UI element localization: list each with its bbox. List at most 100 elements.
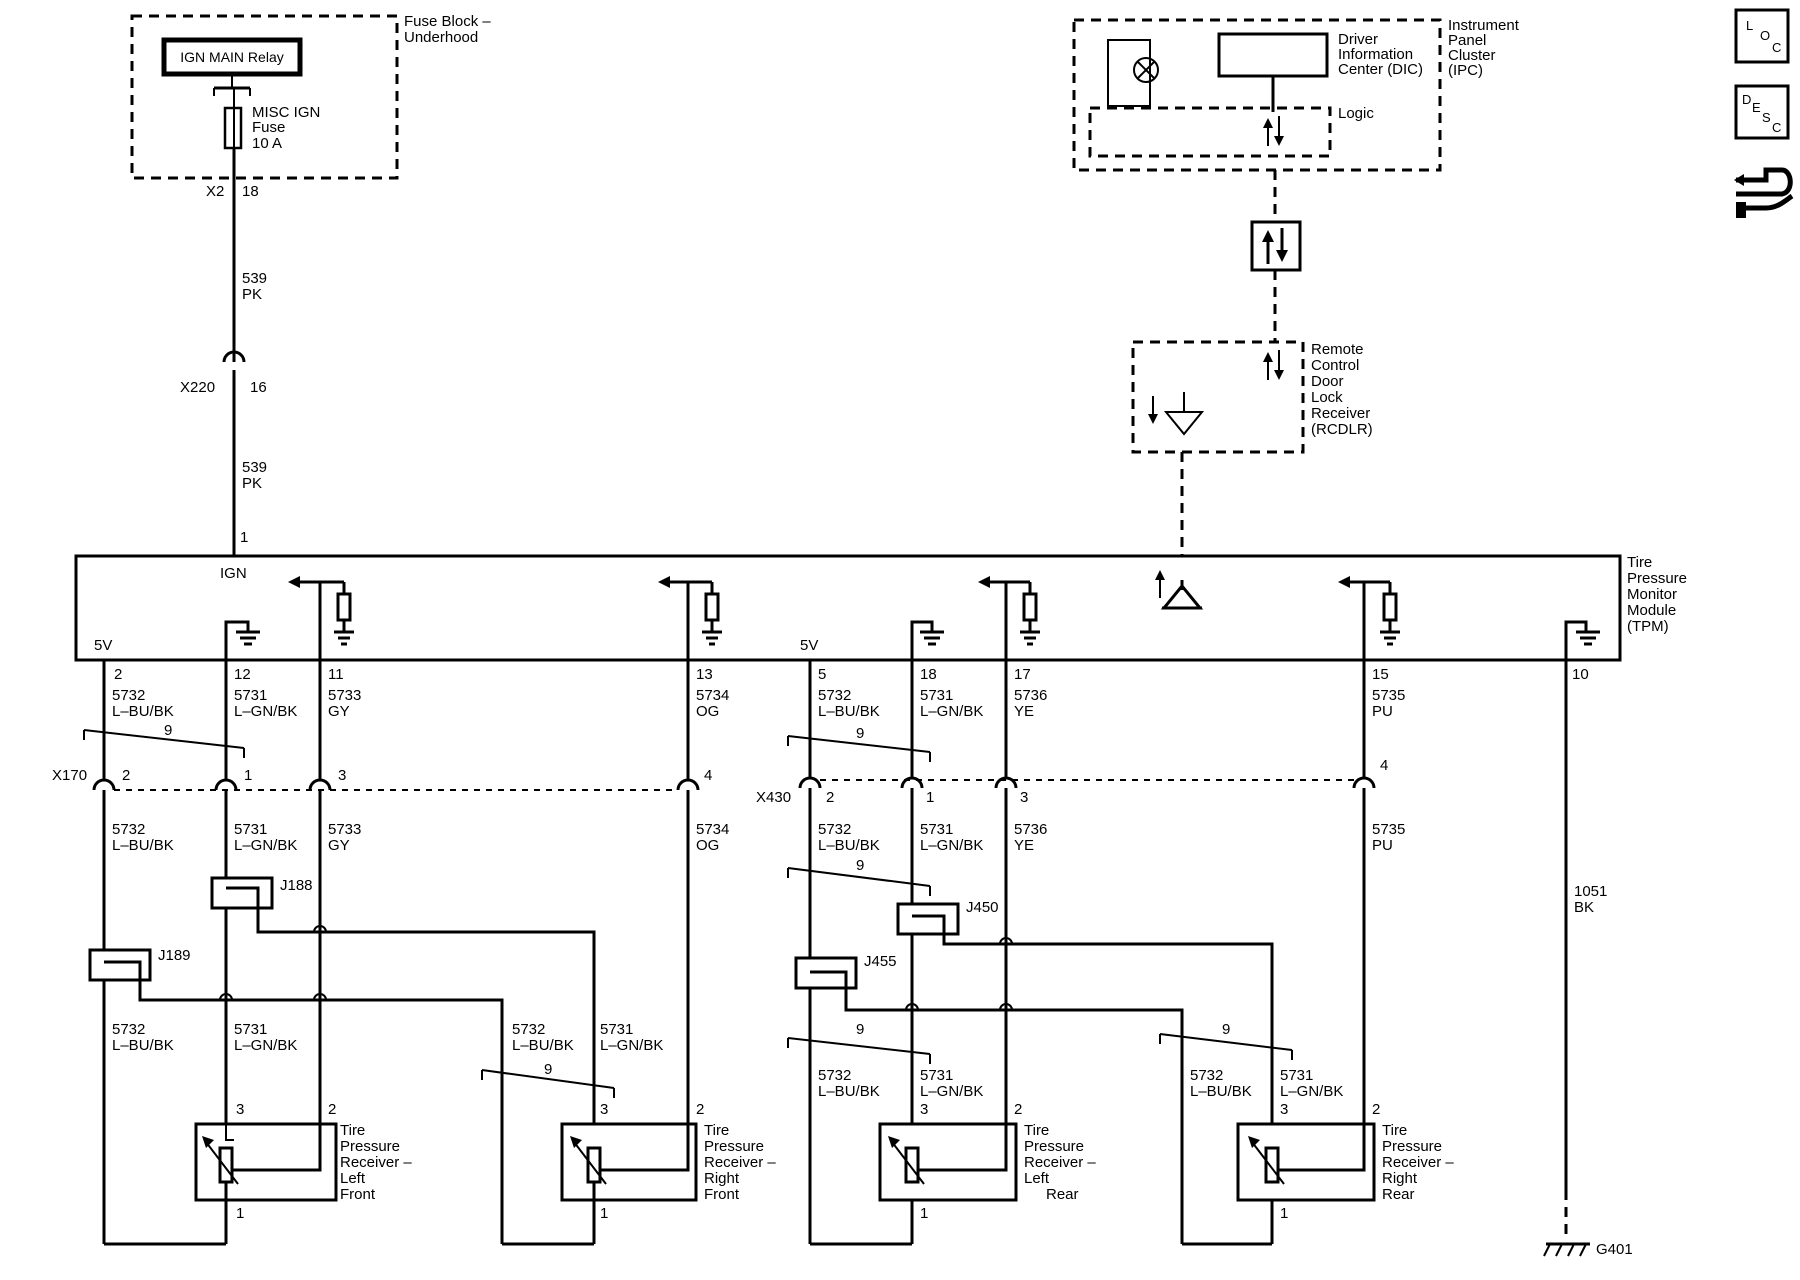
receiver-pin: 1 xyxy=(1280,1205,1288,1222)
fuse-block-title-line1: Fuse Block – xyxy=(404,13,491,30)
fuse-connector-x2: X2 xyxy=(206,183,224,200)
ground-wire-color: BK xyxy=(1574,899,1594,916)
receiver-pin: 2 xyxy=(1372,1101,1380,1118)
twist-count: 9 xyxy=(544,1061,552,1078)
tpm-title-line5: (TPM) xyxy=(1627,618,1669,635)
receiver-rr-title: Receiver – xyxy=(1382,1154,1454,1171)
receiver-pin: 1 xyxy=(600,1205,608,1222)
wire-color: YE xyxy=(1014,837,1034,854)
splice-j450: J450 xyxy=(966,899,999,916)
twist-count: 9 xyxy=(856,725,864,742)
receiver-lr-title: Rear xyxy=(1046,1186,1079,1203)
desc-icon[interactable]: D E S C xyxy=(1734,84,1790,140)
receiver-lf-title: Front xyxy=(340,1186,376,1203)
wire-circuit: 5732 xyxy=(818,1067,851,1084)
wire-circuit: 5731 xyxy=(234,687,267,704)
dic-label-line3: Center (DIC) xyxy=(1338,61,1423,78)
wire-color: L–GN/BK xyxy=(920,703,983,720)
wire-color: L–BU/BK xyxy=(112,1037,174,1054)
fuse-block-title-line2: Underhood xyxy=(404,29,478,46)
wire-color: L–BU/BK xyxy=(512,1037,574,1054)
wire-color: L–GN/BK xyxy=(920,837,983,854)
sensor-arrow-icon xyxy=(1248,1136,1260,1148)
receiver-rr-title: Right xyxy=(1382,1170,1418,1187)
ign-main-relay-label: IGN MAIN Relay xyxy=(180,49,283,65)
wire-circuit: 5731 xyxy=(920,1067,953,1084)
desc-icon-s: S xyxy=(1762,110,1771,125)
receiver-pin: 1 xyxy=(920,1205,928,1222)
receiver-pin: 3 xyxy=(1280,1101,1288,1118)
rcdlr-title-line3: Door xyxy=(1311,373,1344,390)
receiver-lf-title: Receiver – xyxy=(340,1154,412,1171)
tpm-5v-label-2: 5V xyxy=(800,637,818,654)
ground-circuit xyxy=(1543,660,1590,1257)
rear-wiring xyxy=(787,660,1376,1246)
receiver-rr-title: Tire xyxy=(1382,1122,1407,1139)
tpm-internal-grounds xyxy=(224,620,1600,660)
ipc-title-line2: Panel xyxy=(1448,32,1486,49)
wire-circuit: 5733 xyxy=(328,687,361,704)
fuse-pin-18: 18 xyxy=(242,183,259,200)
receiver-lr-title: Receiver – xyxy=(1024,1154,1096,1171)
loc-icon[interactable]: L O C xyxy=(1734,8,1790,64)
x430-pin: 4 xyxy=(1380,757,1388,774)
ipc-title-line1: Instrument xyxy=(1448,17,1520,34)
tpm-pin: 17 xyxy=(1014,666,1031,683)
twist-count: 9 xyxy=(164,722,172,739)
x170-pin: 3 xyxy=(338,767,346,784)
wire-circuit: 5736 xyxy=(1014,821,1047,838)
wire-color: PU xyxy=(1372,703,1393,720)
ground-g401: G401 xyxy=(1596,1241,1633,1258)
receiver-right-rear xyxy=(1236,1118,1376,1202)
loc-icon-l: L xyxy=(1746,18,1753,33)
tpm-pin: 11 xyxy=(328,666,344,683)
dic-label-line2: Information xyxy=(1338,46,1413,63)
receiver-rf-title: Receiver – xyxy=(704,1154,776,1171)
ipc-logic-label: Logic xyxy=(1338,105,1374,122)
receiver-left-front xyxy=(194,1118,338,1244)
wire-color: L–BU/BK xyxy=(818,837,880,854)
receiver-rf-title: Right xyxy=(704,1170,740,1187)
connector-tool-icon[interactable] xyxy=(1734,167,1794,218)
wire-color: L–GN/BK xyxy=(600,1037,663,1054)
rcdlr-title-line6: (RCDLR) xyxy=(1311,421,1373,438)
dic-display xyxy=(1217,32,1329,78)
twist-count: 9 xyxy=(856,1021,864,1038)
ipc-title-line3: Cluster xyxy=(1448,47,1496,64)
receiver-rr-title: Pressure xyxy=(1382,1138,1442,1155)
receiver-pin: 2 xyxy=(328,1101,336,1118)
indicator-lamp-icon xyxy=(1133,57,1159,83)
receiver-pin: 3 xyxy=(236,1101,244,1118)
tpm-ign-pin: 1 xyxy=(240,529,248,546)
wire-color: YE xyxy=(1014,703,1034,720)
wire-color: L–GN/BK xyxy=(1280,1083,1343,1100)
wire-color: L–BU/BK xyxy=(1190,1083,1252,1100)
wire-color: GY xyxy=(328,837,350,854)
wire-circuit: 5731 xyxy=(920,687,953,704)
receiver-pin: 2 xyxy=(1014,1101,1022,1118)
ground-wire-circuit: 1051 xyxy=(1574,883,1607,900)
wire-539-lower-color: PK xyxy=(242,475,262,492)
wire-color: L–GN/BK xyxy=(920,1083,983,1100)
wire-circuit: 5735 xyxy=(1372,687,1405,704)
ipc-title-line4: (IPC) xyxy=(1448,62,1483,79)
wire-circuit: 5732 xyxy=(818,687,851,704)
wire-circuit: 5731 xyxy=(234,1021,267,1038)
receiver-pin: 3 xyxy=(920,1101,928,1118)
tpm-title-line2: Pressure xyxy=(1627,570,1687,587)
wire-circuit: 5731 xyxy=(1280,1067,1313,1084)
x430-pin: 2 xyxy=(826,789,834,806)
wire-color: L–GN/BK xyxy=(234,837,297,854)
wire-color: OG xyxy=(696,837,719,854)
wire-539-lower-circuit: 539 xyxy=(242,459,267,476)
receiver-pin: 3 xyxy=(600,1101,608,1118)
rcdlr-title-line5: Receiver xyxy=(1311,405,1370,422)
wire-circuit: 5732 xyxy=(1190,1067,1223,1084)
receiver-lf-title: Pressure xyxy=(340,1138,400,1155)
receiver-lr-title: Tire xyxy=(1024,1122,1049,1139)
tpm-title-line3: Monitor xyxy=(1627,586,1677,603)
receiver-lr-title: Left xyxy=(1024,1170,1050,1187)
splice-j189: J189 xyxy=(158,947,191,964)
x430-label: X430 xyxy=(756,789,791,806)
